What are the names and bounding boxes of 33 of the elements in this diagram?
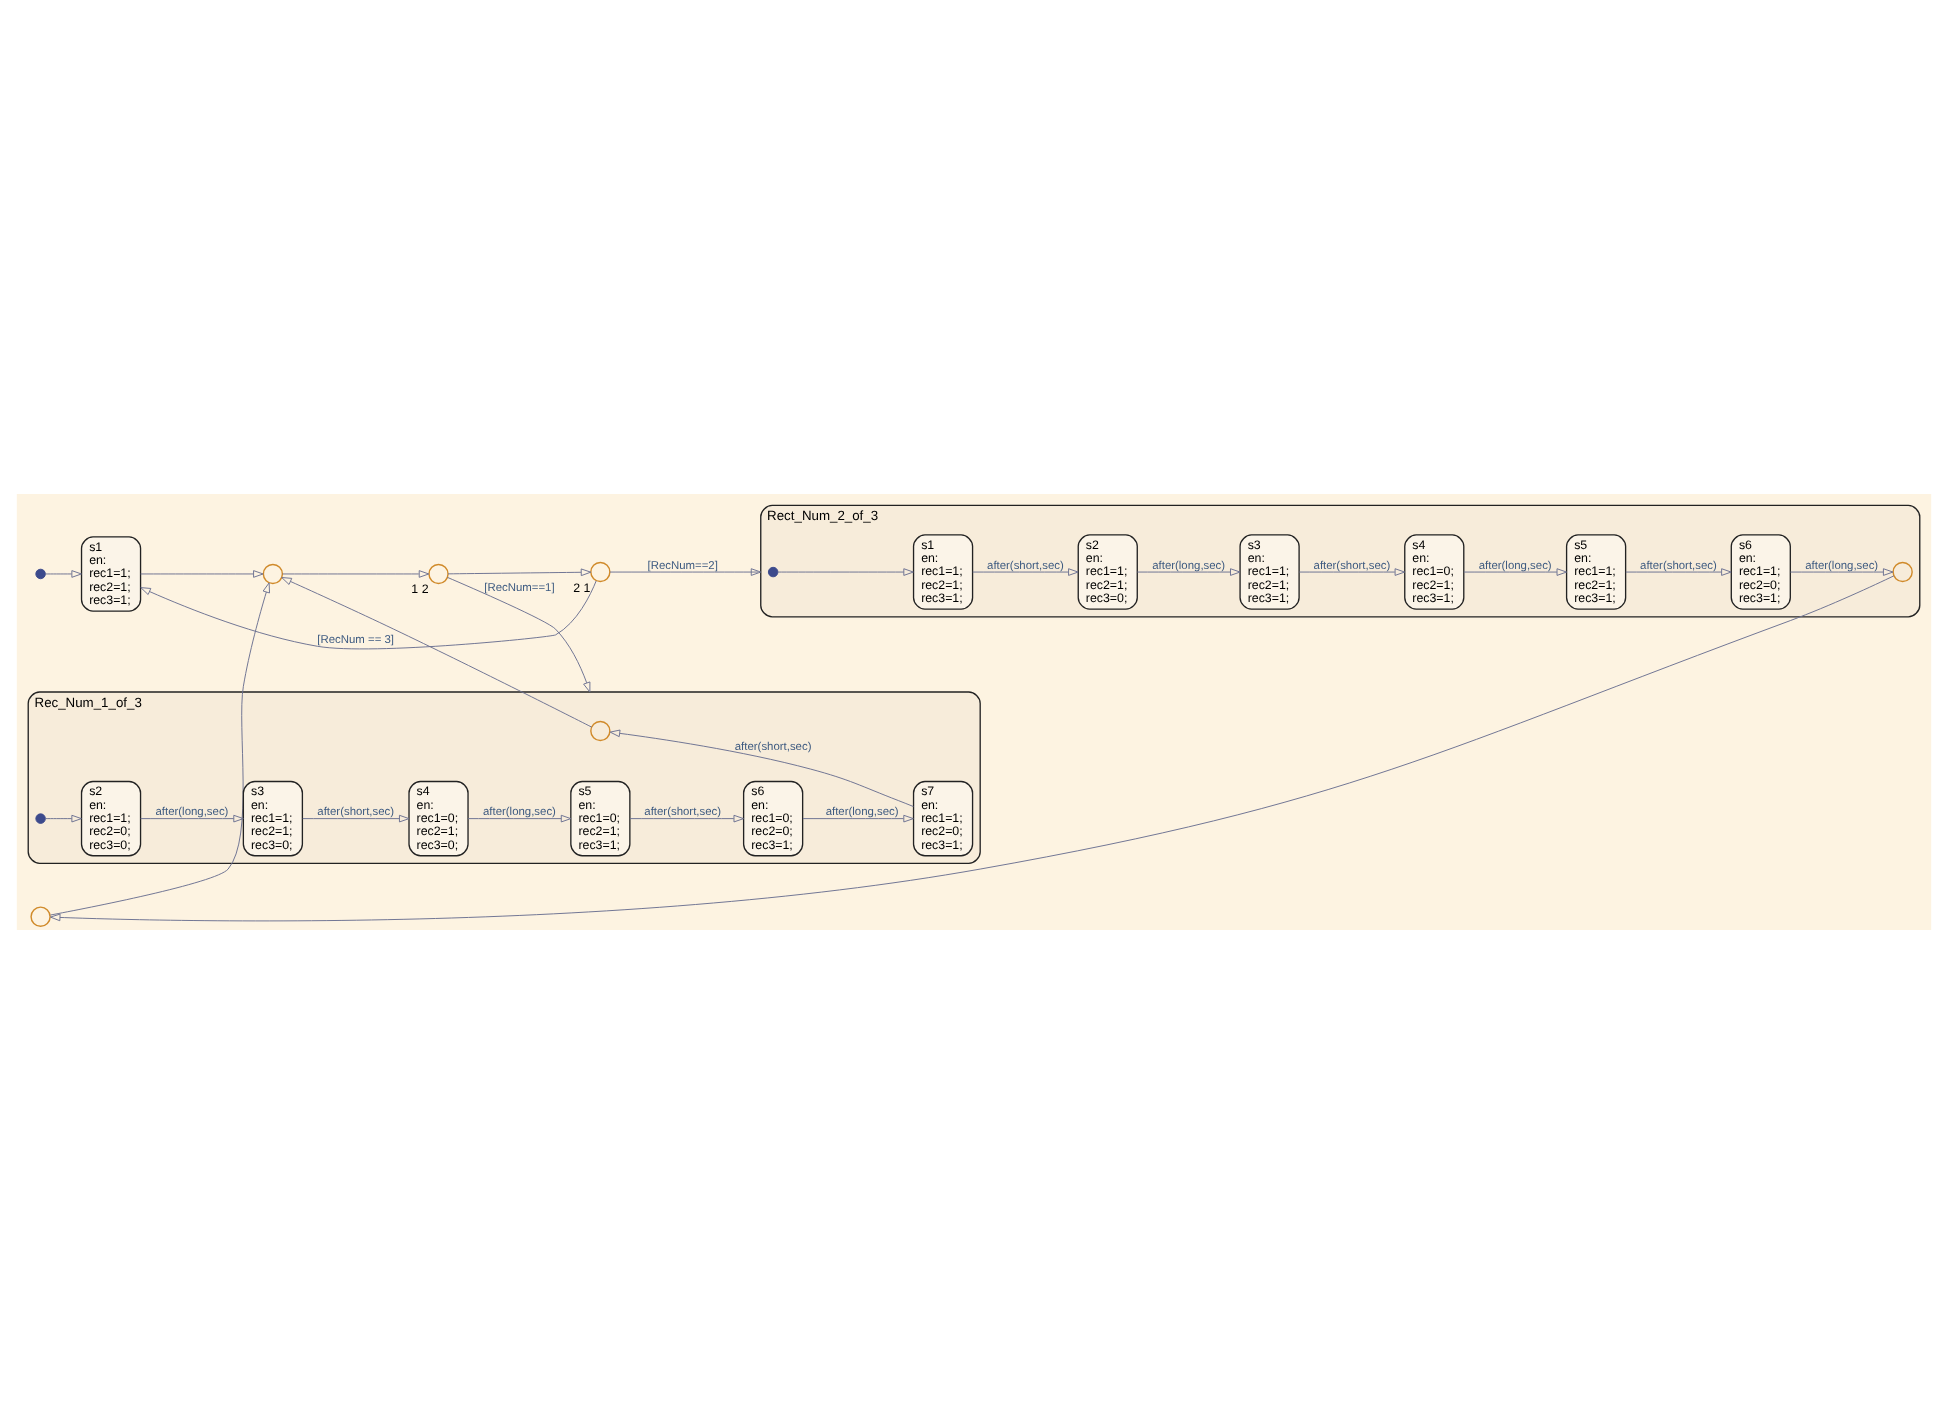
arrow — [777, 567, 914, 575]
arrow — [609, 567, 762, 575]
arrow — [447, 575, 591, 692]
node-circle — [35, 812, 46, 823]
arrow — [45, 813, 82, 822]
arrow — [1789, 567, 1894, 575]
arrow — [282, 569, 430, 577]
arrow — [1298, 567, 1406, 575]
arrow — [302, 813, 410, 822]
arrow — [467, 813, 572, 822]
arrow — [447, 567, 592, 576]
arrow — [1463, 567, 1567, 575]
arrow — [140, 813, 244, 822]
node-circle — [35, 567, 46, 579]
arrow — [629, 813, 744, 822]
node-circle — [428, 562, 449, 584]
node-circle — [590, 560, 611, 582]
node-circle — [590, 719, 611, 741]
arrow — [140, 579, 597, 649]
node-circle — [262, 562, 284, 584]
arrow — [45, 569, 82, 577]
arrow — [1625, 567, 1732, 575]
arrow — [281, 576, 593, 727]
arrow — [49, 581, 271, 915]
node-circle — [30, 905, 51, 926]
arrow — [140, 569, 264, 577]
arrow — [1136, 567, 1241, 575]
node-circle — [1892, 560, 1913, 582]
arrow — [49, 574, 1895, 921]
arrow — [802, 813, 914, 822]
node-circle — [767, 565, 779, 577]
arrow — [972, 567, 1079, 575]
arrow — [609, 728, 914, 807]
